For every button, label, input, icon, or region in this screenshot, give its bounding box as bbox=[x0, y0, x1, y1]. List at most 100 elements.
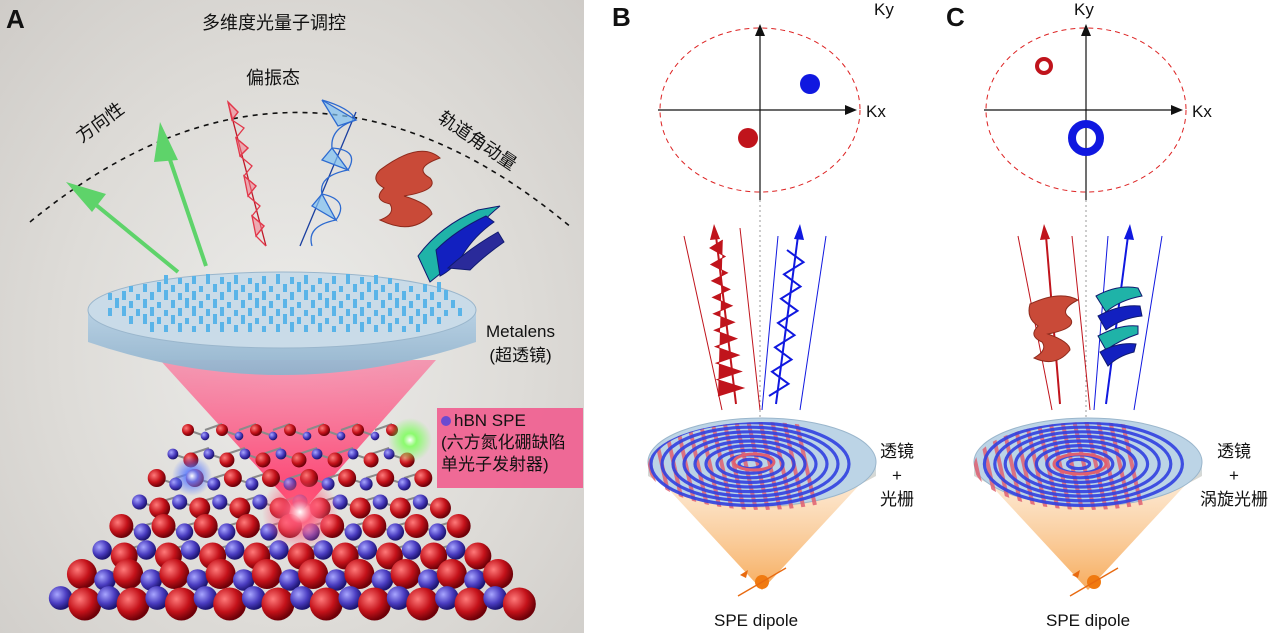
boron-atom bbox=[428, 523, 447, 541]
meta-atom bbox=[276, 294, 280, 300]
meta-atom bbox=[241, 285, 245, 292]
meta-atom bbox=[458, 308, 462, 316]
meta-atom bbox=[178, 323, 182, 332]
meta-atom bbox=[269, 316, 273, 324]
meta-atom bbox=[213, 299, 217, 308]
meta-atom bbox=[234, 325, 238, 332]
meta-atom bbox=[311, 300, 315, 308]
meta-atom bbox=[409, 301, 413, 308]
nitrogen-atom bbox=[113, 559, 144, 589]
nitrogen-atom bbox=[446, 514, 471, 538]
boron-atom bbox=[311, 448, 323, 460]
nitrogen-atom bbox=[414, 469, 433, 487]
ky-text-c: Ky bbox=[1074, 0, 1094, 19]
nitrogen-atom bbox=[327, 452, 343, 468]
meta-atom bbox=[143, 299, 147, 308]
meta-atom bbox=[388, 278, 392, 284]
boron-atom bbox=[279, 569, 301, 591]
meta-atom bbox=[164, 325, 168, 332]
panel-c-illustration bbox=[973, 24, 1203, 597]
meta-atom bbox=[248, 278, 252, 284]
meta-atom bbox=[402, 306, 406, 316]
meta-atom bbox=[220, 307, 224, 316]
nitrogen-atom bbox=[182, 424, 194, 436]
boron-atom bbox=[357, 540, 378, 560]
boron-atom bbox=[92, 540, 112, 560]
nitrogen-atom bbox=[164, 587, 198, 621]
meta-atom bbox=[367, 317, 371, 324]
emission-cone bbox=[160, 360, 436, 514]
boron-atom bbox=[386, 523, 405, 541]
meta-atom bbox=[437, 282, 441, 292]
beam-red-b bbox=[683, 224, 761, 411]
meta-atom bbox=[318, 323, 322, 332]
meta-atom bbox=[283, 299, 287, 308]
meta-atom bbox=[381, 315, 385, 324]
metalens-label: Metalens (超透镜) bbox=[486, 320, 555, 368]
spe-label-line2: (六方氮化硼缺陷 bbox=[441, 433, 566, 452]
boron-atom bbox=[193, 586, 218, 610]
kx-text-b: Kx bbox=[866, 102, 886, 121]
nitrogen-atom bbox=[318, 424, 330, 436]
meta-atom bbox=[388, 308, 392, 316]
meta-atom bbox=[255, 318, 259, 324]
meta-atom bbox=[395, 298, 399, 308]
nitrogen-atom bbox=[298, 559, 329, 589]
boron-atom bbox=[245, 477, 259, 491]
nitrogen-atom bbox=[357, 587, 391, 621]
k-ring-red-c bbox=[1035, 57, 1053, 75]
boron-atom bbox=[94, 569, 116, 591]
meta-atom bbox=[276, 309, 280, 316]
meta-atom bbox=[332, 276, 336, 284]
meta-atom bbox=[304, 275, 308, 284]
meta-atom bbox=[192, 306, 196, 316]
k-spot-red-b bbox=[738, 128, 758, 148]
panel-letter-b: B bbox=[612, 2, 631, 32]
ky-text-b: Ky bbox=[874, 0, 894, 19]
meta-atom bbox=[353, 314, 357, 324]
meta-atom bbox=[234, 275, 238, 284]
meta-atom bbox=[255, 283, 259, 292]
meta-atom bbox=[374, 310, 378, 316]
metalens bbox=[87, 271, 477, 375]
meta-atom bbox=[171, 285, 175, 292]
meta-atom bbox=[290, 322, 294, 332]
nitrogen-atom bbox=[406, 587, 440, 621]
meta-atom bbox=[276, 274, 280, 284]
meta-atom bbox=[164, 310, 168, 316]
nitrogen-atom bbox=[255, 452, 271, 468]
nitrogen-atom bbox=[159, 559, 190, 589]
dipole-label-c: SPE dipole bbox=[1046, 611, 1131, 630]
boron-atom bbox=[172, 494, 188, 510]
boron-atom bbox=[371, 569, 394, 591]
meta-atom bbox=[423, 299, 427, 308]
nitrogen-atom bbox=[464, 542, 492, 570]
meta-atom bbox=[157, 317, 161, 324]
dipole-label-b: SPE dipole bbox=[714, 611, 799, 630]
boron-atom bbox=[372, 494, 388, 510]
meta-atom bbox=[185, 283, 189, 292]
meta-atom bbox=[346, 294, 350, 300]
panel-b-illustration bbox=[647, 24, 877, 597]
meta-atom bbox=[325, 318, 329, 324]
boron-atom bbox=[344, 523, 362, 541]
nitrogen-atom bbox=[261, 587, 295, 621]
meta-atom bbox=[332, 291, 336, 300]
meta-atom bbox=[129, 316, 133, 324]
meta-atom bbox=[262, 276, 266, 284]
panel-a-illustration bbox=[29, 99, 573, 621]
meta-atom bbox=[304, 325, 308, 332]
meta-atom bbox=[199, 301, 203, 308]
k-spot-blue-b bbox=[800, 74, 820, 94]
side-label-c-line1: 透镜 bbox=[1217, 442, 1251, 461]
meta-atom bbox=[437, 317, 441, 324]
meta-atom bbox=[262, 306, 266, 316]
boron-atom bbox=[234, 431, 244, 441]
meta-atom bbox=[283, 284, 287, 292]
nitrogen-atom bbox=[352, 424, 364, 436]
meta-atom bbox=[332, 306, 336, 316]
meta-atom bbox=[227, 282, 231, 292]
boron-atom bbox=[336, 431, 346, 441]
emission-cone-c bbox=[986, 480, 1190, 590]
nitrogen-atom bbox=[149, 497, 171, 519]
